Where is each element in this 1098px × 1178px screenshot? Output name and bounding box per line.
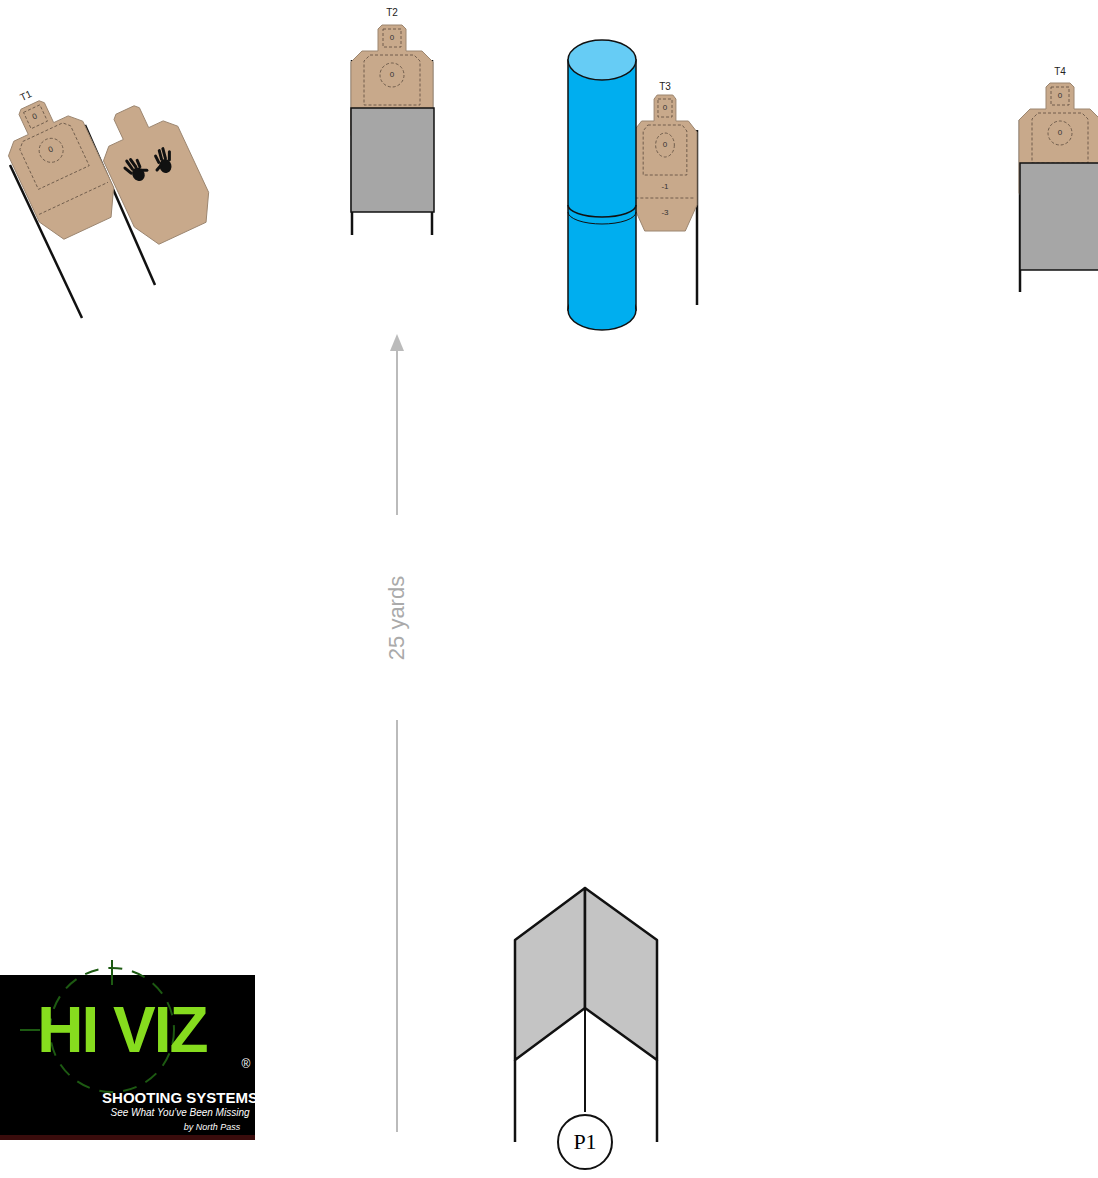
- sponsor-logo: HI VIZ ® SHOOTING SYSTEMS See What You've B…: [0, 975, 255, 1140]
- position-label: P1: [573, 1131, 596, 1153]
- target-t1: T1 0 0: [0, 80, 170, 325]
- score-value: 0: [390, 71, 394, 79]
- barrier-wall: [515, 888, 657, 1142]
- score-value: See What You've Been Missing: [110, 1108, 249, 1118]
- target-t3-art: [568, 40, 697, 330]
- score-value: 0: [1058, 129, 1062, 137]
- target-t3: T3 0 0 -1 -3: [625, 78, 705, 310]
- score-value: ®: [242, 1058, 251, 1070]
- score-value: 0: [390, 34, 394, 42]
- score-value: 0: [1058, 92, 1062, 100]
- distance-label: 25 yards: [383, 570, 411, 666]
- score-value: -1: [661, 183, 668, 191]
- distance-arrow: [390, 334, 404, 1132]
- target-label: T2: [386, 8, 398, 18]
- score-value: -3: [661, 209, 668, 217]
- target-t4: T4 0 0: [1015, 62, 1098, 292]
- target-t2-art: [351, 25, 434, 235]
- score-value: SHOOTING SYSTEMS: [102, 1090, 258, 1105]
- target-label: HI VIZ: [37, 998, 206, 1062]
- target-t2: T2 0 0: [345, 5, 440, 240]
- sponsor-logo-art: [0, 960, 255, 1140]
- target-t4-art: [1019, 83, 1098, 292]
- score-value: 0: [31, 112, 38, 121]
- target-label: T1: [19, 89, 34, 103]
- score-value: by North Pass: [184, 1123, 241, 1132]
- score-value: 0: [663, 104, 667, 112]
- target-t1-art: [0, 88, 220, 318]
- score-value: 0: [47, 145, 54, 154]
- target-label: T4: [1054, 67, 1066, 77]
- start-position: P1: [557, 1114, 613, 1170]
- target-label: T3: [659, 82, 671, 92]
- score-value: 0: [663, 141, 667, 149]
